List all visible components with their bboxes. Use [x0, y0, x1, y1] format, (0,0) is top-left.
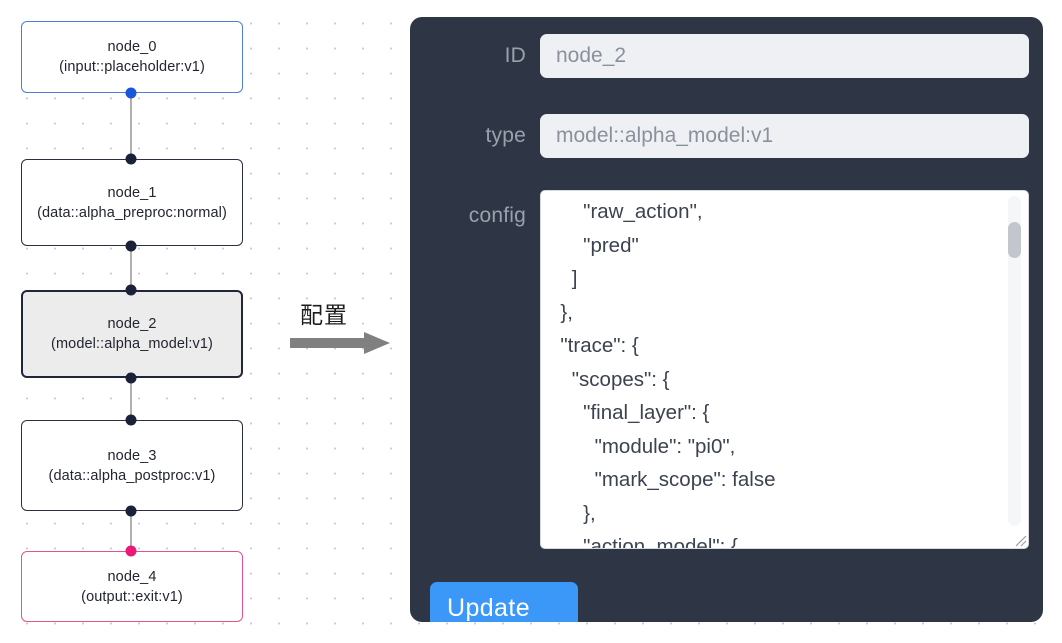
edge-node1-node2 — [130, 246, 132, 290]
field-row-config: config "raw_action", "pred" ] }, "trace"… — [424, 190, 1029, 549]
config-field-label: config — [468, 204, 526, 227]
edge-node3-node4 — [130, 511, 132, 551]
node-config-panel: ID type config "raw_action", "pred" ] },… — [410, 17, 1043, 622]
port-node_2-input[interactable] — [125, 284, 137, 296]
graph-node-node_1[interactable]: node_1 (data::alpha_preproc:normal) — [21, 159, 243, 246]
config-scrollbar-thumb[interactable] — [1008, 222, 1021, 258]
graph-node-subtitle: (data::alpha_postproc:v1) — [48, 467, 216, 484]
graph-node-subtitle: (data::alpha_preproc:normal) — [37, 204, 227, 221]
id-field-label: ID — [504, 44, 526, 67]
type-field-label: type — [485, 124, 526, 147]
graph-node-subtitle: (output::exit:v1) — [81, 588, 183, 605]
annotation-arrow-group: 配置 — [290, 296, 395, 358]
field-row-id: ID — [424, 34, 1029, 78]
arrow-right-icon — [290, 332, 390, 354]
graph-node-title: node_1 — [107, 184, 157, 201]
port-node_4-input[interactable] — [125, 545, 137, 557]
graph-canvas[interactable]: node_0 (input::placeholder:v1) node_1 (d… — [0, 0, 400, 643]
graph-node-node_3[interactable]: node_3 (data::alpha_postproc:v1) — [21, 420, 243, 511]
field-row-type: type — [424, 114, 1029, 158]
port-node_3-output[interactable] — [125, 505, 137, 517]
edge-node0-node1 — [130, 93, 132, 159]
graph-node-node_2[interactable]: node_2 (model::alpha_model:v1) — [21, 290, 243, 378]
graph-node-subtitle: (input::placeholder:v1) — [59, 59, 205, 75]
edge-node2-node3 — [130, 378, 132, 420]
port-node_3-input[interactable] — [125, 414, 137, 426]
graph-node-title: node_3 — [107, 447, 157, 464]
port-node_1-output[interactable] — [125, 240, 137, 252]
port-node_2-output[interactable] — [125, 372, 137, 384]
graph-node-subtitle: (model::alpha_model:v1) — [51, 336, 213, 352]
id-input[interactable] — [540, 34, 1029, 78]
resize-handle-icon[interactable] — [1013, 533, 1027, 547]
type-input[interactable] — [540, 114, 1029, 158]
config-textarea[interactable]: "raw_action", "pred" ] }, "trace": { "sc… — [540, 190, 1029, 549]
graph-node-title: node_4 — [107, 568, 157, 585]
update-button[interactable]: Update — [430, 582, 578, 622]
graph-node-title: node_2 — [107, 316, 157, 332]
config-textarea-wrapper: "raw_action", "pred" ] }, "trace": { "sc… — [540, 190, 1029, 549]
port-node_0-output[interactable] — [125, 87, 137, 99]
graph-node-node_0[interactable]: node_0 (input::placeholder:v1) — [21, 21, 243, 93]
graph-node-title: node_0 — [107, 39, 157, 55]
graph-node-node_4[interactable]: node_4 (output::exit:v1) — [21, 551, 243, 622]
port-node_1-input[interactable] — [125, 153, 137, 165]
annotation-label: 配置 — [300, 303, 348, 329]
